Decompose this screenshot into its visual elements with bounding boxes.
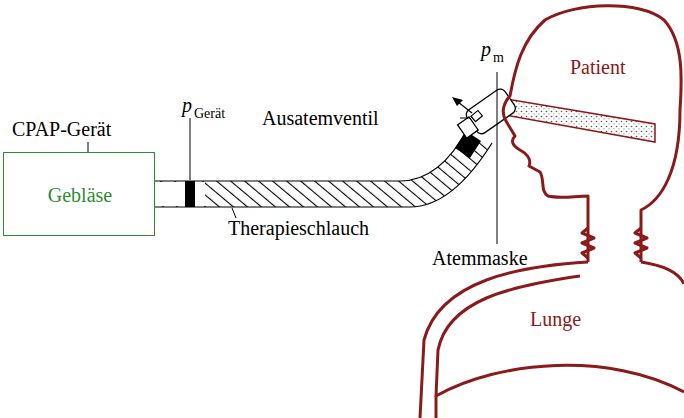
device-label: CPAP-Gerät [12,118,111,140]
pressure-subscript: m [493,50,504,65]
lung: Lunge [410,250,684,418]
valve-label: Ausatemventil [262,107,379,129]
device-box: Gebläse [3,152,155,236]
patient-head-outline [490,0,684,270]
hose-label: Therapieschlauch [228,217,369,239]
head-strap [500,98,655,142]
hose-hatching [155,128,492,207]
patient-head: Patient [490,0,684,270]
node-text: Lunge [530,308,581,330]
hose-edge [155,143,492,207]
leader-line [232,208,236,218]
hose-edge [155,128,468,181]
leader-line [497,72,498,244]
pressure-subscript: Gerät [194,106,225,121]
breathing-mask [454,87,518,143]
leader-line [190,118,191,180]
node-text: Patient [570,56,626,78]
exhale-arrow [458,102,472,113]
leader-line [88,142,89,152]
pressure-sensor [185,181,195,207]
exhale-arrowhead [452,97,463,106]
mask-label: Atemmaske [432,247,528,269]
leader-line [460,118,470,119]
lung-outline [410,250,684,418]
node-text: Gebläse [48,184,112,206]
hose-plain [155,182,205,206]
exhale-valve [471,110,482,121]
pressure-symbol: p [182,94,192,116]
pressure-symbol: p [481,38,491,60]
